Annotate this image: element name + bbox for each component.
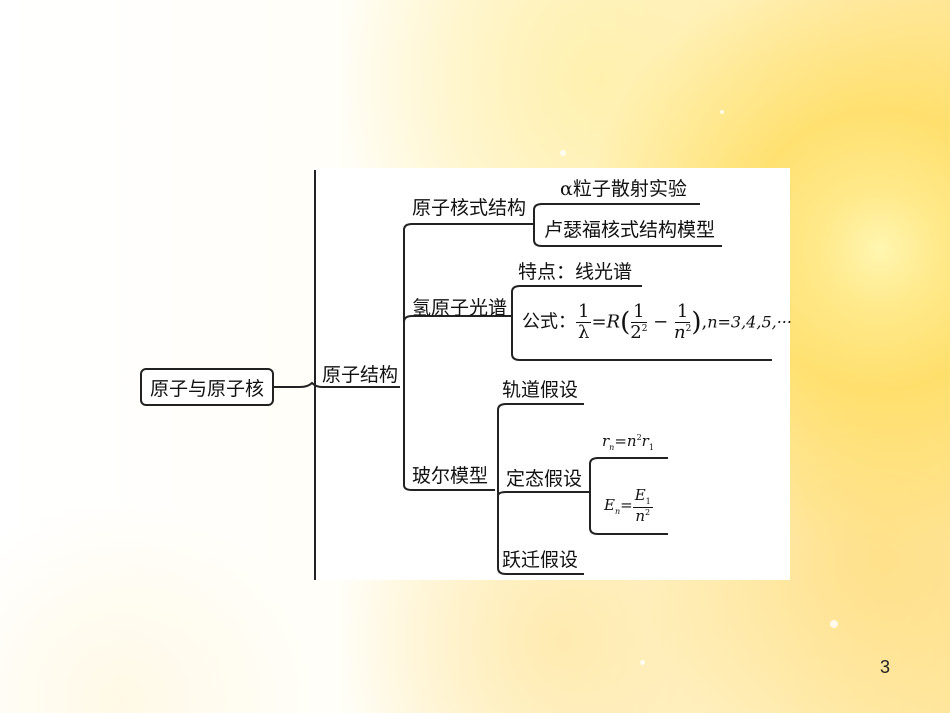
formula-prefix: 公式： bbox=[522, 311, 576, 333]
root-label: 原子与原子核 bbox=[149, 377, 264, 400]
formula-n-range: n=3,4,5,··· bbox=[707, 312, 792, 332]
state-hypothesis-label: 定态假设 bbox=[506, 468, 583, 490]
transition-hypothesis-label: 跃迁假设 bbox=[502, 549, 579, 571]
alpha-scattering-label: α粒子散射实验 bbox=[560, 178, 687, 200]
background-sparkle bbox=[830, 620, 838, 628]
background-sparkle bbox=[560, 150, 566, 156]
nucleus-branch-label: 原子核式结构 bbox=[412, 197, 527, 219]
page-number: 3 bbox=[880, 657, 891, 677]
diagram-panel bbox=[313, 168, 790, 580]
rutherford-model-label: 卢瑟福核式结构模型 bbox=[544, 219, 716, 241]
level1-label: 原子结构 bbox=[322, 364, 399, 386]
orbit-hypothesis-label: 轨道假设 bbox=[502, 379, 579, 401]
background-sparkle bbox=[720, 110, 724, 114]
spectrum-branch-label: 氢原子光谱 bbox=[412, 297, 508, 319]
orbit-radius-formula: rn=n2r1 bbox=[602, 432, 654, 452]
root-node: 原子与原子核 bbox=[140, 368, 274, 406]
bohr-branch-label: 玻尔模型 bbox=[412, 465, 489, 487]
background-sparkle bbox=[640, 660, 645, 665]
spectrum-feature-label: 特点：线光谱 bbox=[518, 261, 633, 283]
